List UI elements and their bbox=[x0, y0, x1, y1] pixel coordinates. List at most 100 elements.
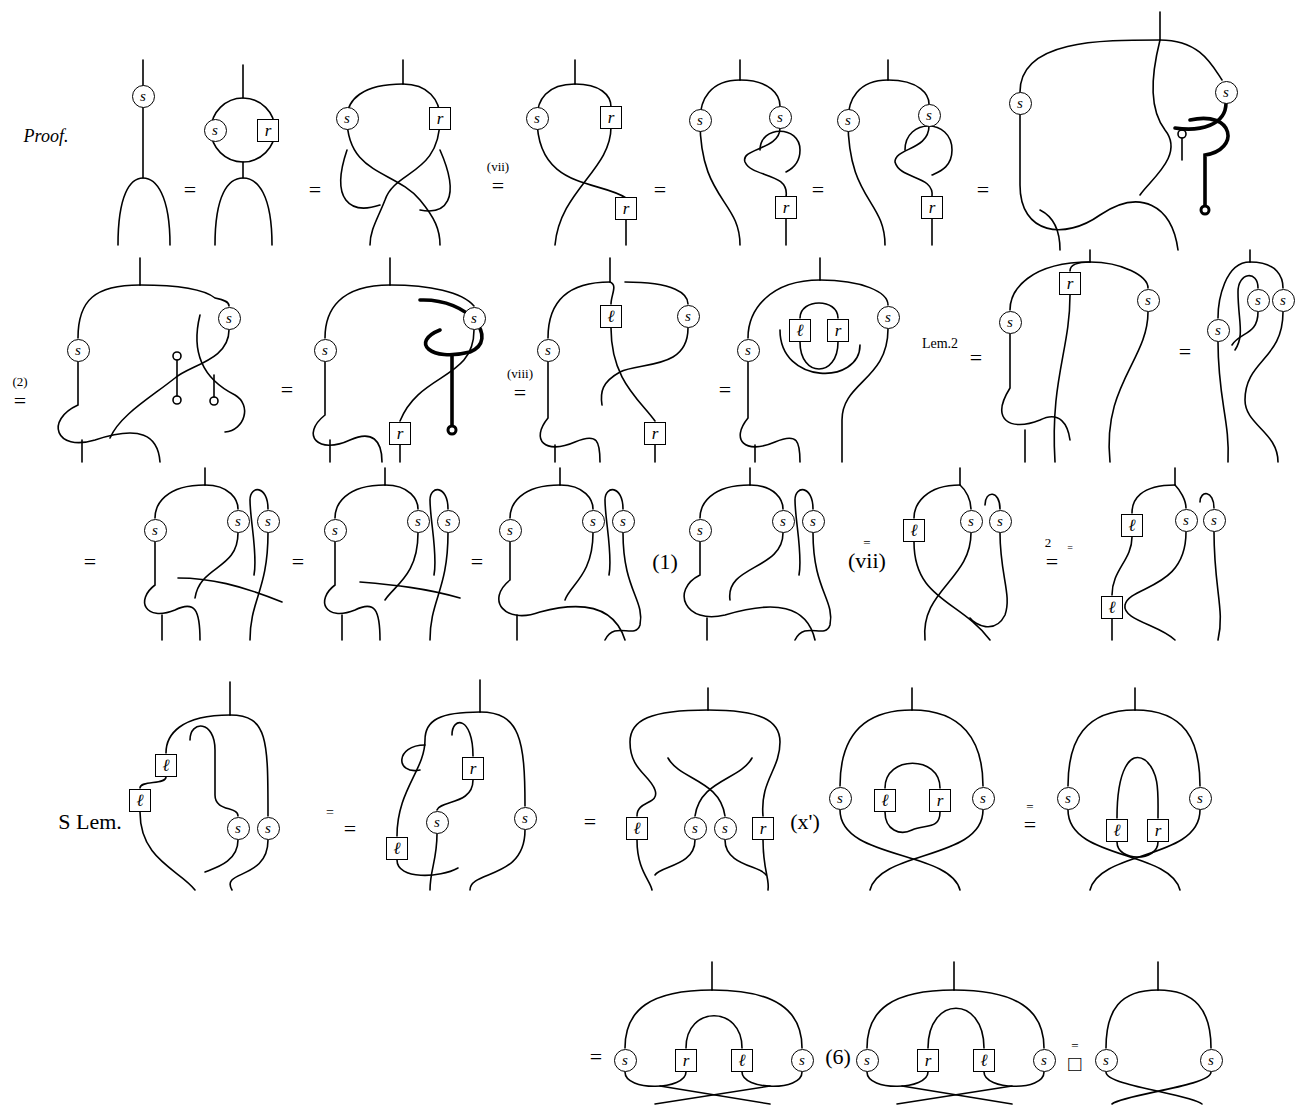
node-symbol: s bbox=[1215, 323, 1221, 338]
equals-sign: (6) bbox=[825, 1046, 851, 1068]
morphism-box: ℓ bbox=[789, 319, 811, 342]
morphism-box: r bbox=[929, 789, 951, 812]
node-symbol: s bbox=[415, 514, 421, 529]
node-symbol: s bbox=[507, 523, 513, 538]
equals-sign: = bbox=[1024, 814, 1036, 836]
antipode-coupon: s bbox=[1009, 92, 1032, 115]
antipode-coupon: s bbox=[614, 1049, 637, 1072]
panel-22 bbox=[630, 688, 780, 890]
morphism-box: ℓ bbox=[973, 1049, 995, 1072]
panel-26 bbox=[867, 962, 1044, 1104]
antipode-coupon: s bbox=[1247, 289, 1270, 312]
equals-sign: = bbox=[1179, 341, 1191, 363]
panel-7 bbox=[1020, 12, 1228, 250]
node-symbol: s bbox=[1007, 315, 1013, 330]
antipode-coupon: s bbox=[526, 107, 549, 130]
panel-8 bbox=[58, 258, 244, 462]
morphism-box: ℓ bbox=[155, 754, 177, 777]
antipode-coupon: s bbox=[582, 510, 605, 533]
equals-sign: = bbox=[184, 179, 196, 201]
node-symbol: r bbox=[925, 1052, 932, 1069]
node-symbol: s bbox=[1211, 513, 1217, 528]
node-symbol: ℓ bbox=[980, 1052, 987, 1069]
antipode-coupon: s bbox=[204, 119, 227, 142]
morphism-box: r bbox=[775, 196, 797, 219]
node-symbol: s bbox=[445, 514, 451, 529]
morphism-box: r bbox=[921, 196, 943, 219]
morphism-box: r bbox=[752, 817, 774, 840]
panel-20 bbox=[140, 682, 268, 890]
antipode-coupon: s bbox=[314, 339, 337, 362]
panel-1 bbox=[118, 60, 170, 245]
node-symbol: ℓ bbox=[1113, 822, 1120, 839]
node-symbol: s bbox=[845, 113, 851, 128]
panel-12 bbox=[1002, 250, 1148, 462]
panel-2 bbox=[211, 65, 275, 245]
equals-sign: = bbox=[719, 379, 731, 401]
node-symbol: s bbox=[692, 821, 698, 836]
antipode-coupon: s bbox=[829, 787, 852, 810]
panel-25 bbox=[625, 962, 802, 1104]
node-symbol: s bbox=[534, 111, 540, 126]
node-symbol: s bbox=[1197, 791, 1203, 806]
antipode-coupon: s bbox=[463, 307, 486, 330]
node-symbol: s bbox=[1208, 1053, 1214, 1068]
node-symbol: s bbox=[697, 523, 703, 538]
equals-sign: = bbox=[492, 175, 504, 197]
antipode-coupon: s bbox=[218, 307, 241, 330]
equals-sign: = bbox=[1046, 551, 1058, 573]
node-symbol: s bbox=[265, 514, 271, 529]
node-symbol: s bbox=[885, 310, 891, 325]
node-symbol: r bbox=[783, 199, 790, 216]
antipode-coupon: s bbox=[1175, 509, 1198, 532]
morphism-box: ℓ bbox=[386, 837, 408, 860]
morphism-box: r bbox=[917, 1049, 939, 1072]
morphism-box: r bbox=[615, 197, 637, 220]
morphism-box: ℓ bbox=[626, 817, 648, 840]
morphism-box: ℓ bbox=[874, 789, 896, 812]
antipode-coupon: s bbox=[877, 306, 900, 329]
panel-11 bbox=[740, 258, 888, 462]
antipode-coupon: s bbox=[684, 817, 707, 840]
node-symbol: s bbox=[235, 821, 241, 836]
morphism-box: r bbox=[600, 106, 622, 129]
antipode-coupon: s bbox=[714, 817, 737, 840]
morphism-box: r bbox=[389, 422, 411, 445]
node-symbol: r bbox=[835, 322, 842, 339]
antipode-coupon: s bbox=[677, 305, 700, 328]
node-symbol: s bbox=[1280, 293, 1286, 308]
morphism-box: ℓ bbox=[1106, 819, 1128, 842]
node-symbol: r bbox=[265, 122, 272, 139]
antipode-coupon: s bbox=[802, 510, 825, 533]
node-symbol: s bbox=[226, 311, 232, 326]
antipode-coupon: s bbox=[1095, 1049, 1118, 1072]
equals-sign: (x') bbox=[790, 811, 820, 833]
node-symbol: s bbox=[780, 514, 786, 529]
panel-14 bbox=[145, 468, 282, 640]
node-symbol: r bbox=[937, 792, 944, 809]
morphism-box: ℓ bbox=[731, 1049, 753, 1072]
antipode-coupon: s bbox=[689, 519, 712, 542]
node-symbol: ℓ bbox=[796, 322, 803, 339]
morphism-box: ℓ bbox=[1121, 514, 1143, 537]
equals-sign: = bbox=[471, 551, 483, 573]
antipode-coupon: s bbox=[989, 510, 1012, 533]
morphism-box: r bbox=[462, 757, 484, 780]
antipode-coupon: s bbox=[537, 339, 560, 362]
node-symbol: s bbox=[1145, 293, 1151, 308]
panel-27 bbox=[1106, 962, 1211, 1104]
node-symbol: s bbox=[968, 514, 974, 529]
node-symbol: ℓ bbox=[1108, 599, 1115, 616]
node-symbol: s bbox=[777, 110, 783, 125]
antipode-coupon: s bbox=[1189, 787, 1212, 810]
node-symbol: s bbox=[1065, 791, 1071, 806]
node-symbol: r bbox=[1155, 822, 1162, 839]
morphism-box: r bbox=[827, 319, 849, 342]
node-symbol: ℓ bbox=[1128, 517, 1135, 534]
rule-reference: (vii) bbox=[487, 160, 509, 173]
antipode-coupon: s bbox=[67, 339, 90, 362]
equals-sign: = bbox=[292, 551, 304, 573]
node-symbol: ℓ bbox=[633, 820, 640, 837]
rule-reference: = bbox=[326, 806, 334, 820]
node-symbol: s bbox=[799, 1053, 805, 1068]
